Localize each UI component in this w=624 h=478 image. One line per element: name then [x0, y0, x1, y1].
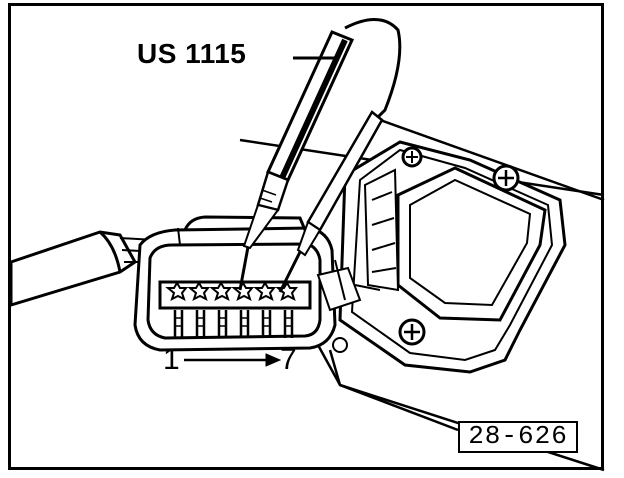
figure-reference-number: 28-626	[458, 421, 578, 453]
connector-icon	[133, 215, 337, 352]
pin-end-label: 7	[280, 343, 297, 376]
test-probe-icon	[238, 18, 402, 293]
pin-range-arrow	[184, 353, 282, 367]
pin-start-label: 1	[163, 343, 180, 376]
tool-name-label: US 1115	[137, 38, 247, 69]
module-icon	[316, 140, 567, 374]
